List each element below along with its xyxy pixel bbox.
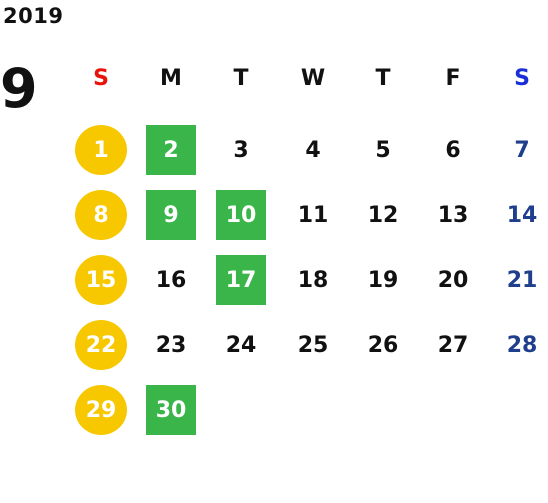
date-cell-holiday[interactable]: 15 <box>75 255 127 305</box>
month-number: 9 <box>0 57 38 120</box>
date-cell[interactable]: 5 <box>375 137 391 163</box>
date-cell[interactable]: 19 <box>367 267 399 293</box>
weekday-header-thu: T <box>375 66 391 91</box>
date-cell-highlighted[interactable]: 2 <box>146 125 196 175</box>
date-cell[interactable]: 6 <box>445 137 461 163</box>
weekday-header-tue: T <box>233 66 249 91</box>
date-cell-highlighted[interactable]: 17 <box>216 255 266 305</box>
date-cell[interactable]: 11 <box>297 202 329 228</box>
weekday-header-wed: W <box>300 66 326 91</box>
weekday-header-sun: S <box>93 66 109 91</box>
date-cell-highlighted[interactable]: 10 <box>216 190 266 240</box>
date-cell[interactable]: 16 <box>155 267 187 293</box>
date-cell-holiday[interactable]: 22 <box>75 320 127 370</box>
date-cell[interactable]: 4 <box>305 137 321 163</box>
weekday-header-sat: S <box>514 66 530 91</box>
date-cell[interactable]: 18 <box>297 267 329 293</box>
date-cell[interactable]: 25 <box>297 332 329 358</box>
weekday-header-mon: M <box>160 66 182 91</box>
date-cell[interactable]: 26 <box>367 332 399 358</box>
date-cell[interactable]: 23 <box>155 332 187 358</box>
date-cell-saturday[interactable]: 7 <box>514 137 530 163</box>
date-cell[interactable]: 12 <box>367 202 399 228</box>
date-cell-holiday[interactable]: 1 <box>75 125 127 175</box>
date-cell-holiday[interactable]: 29 <box>75 385 127 435</box>
date-cell[interactable]: 27 <box>437 332 469 358</box>
date-cell[interactable]: 24 <box>225 332 257 358</box>
weekday-header-fri: F <box>445 66 461 91</box>
date-cell-highlighted[interactable]: 9 <box>146 190 196 240</box>
date-cell-holiday[interactable]: 8 <box>75 190 127 240</box>
date-cell[interactable]: 20 <box>437 267 469 293</box>
date-cell-saturday[interactable]: 21 <box>506 267 538 293</box>
date-cell-saturday[interactable]: 14 <box>506 202 538 228</box>
date-cell-saturday[interactable]: 28 <box>506 332 538 358</box>
date-cell[interactable]: 3 <box>233 137 249 163</box>
date-cell-highlighted[interactable]: 30 <box>146 385 196 435</box>
date-cell[interactable]: 13 <box>437 202 469 228</box>
year-label: 2019 <box>3 4 64 28</box>
